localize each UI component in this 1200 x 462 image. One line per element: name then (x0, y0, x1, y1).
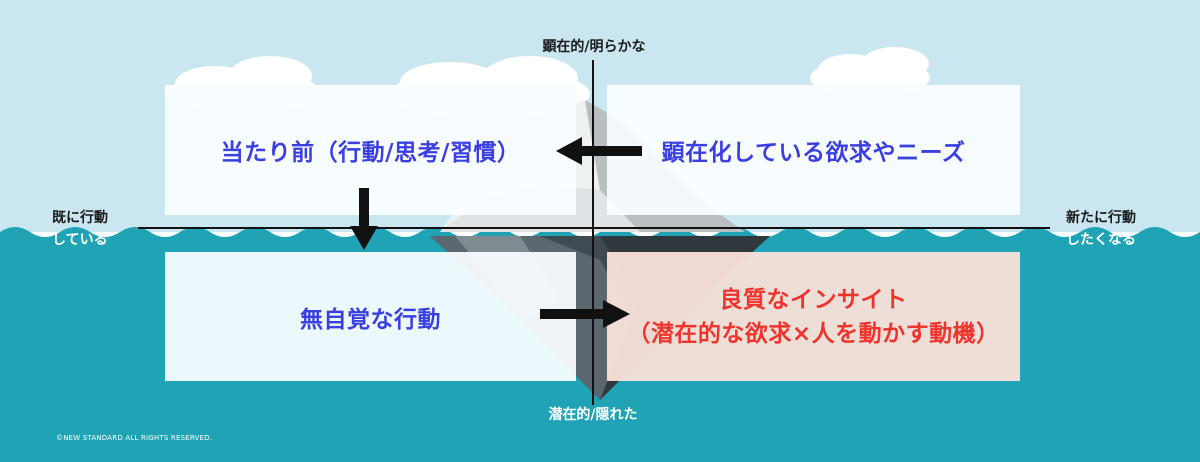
arrow-left-icon (556, 137, 642, 165)
axis-label-left-line2: している (52, 232, 108, 248)
arrow-down-icon (350, 188, 378, 250)
box-quality-insight-subtitle: （潜在的な欲求×人を動かす動機） (627, 320, 1000, 347)
axis-label-right: 新たに行動 したくなる (1066, 207, 1166, 251)
axis-label-left: 既に行動 している (52, 207, 132, 251)
box-quality-insight: 良質なインサイト （潜在的な欲求×人を動かす動機） (607, 252, 1020, 381)
box-taken-for-granted: 当たり前（行動/思考/習慣） (165, 85, 576, 215)
copyright-notice: ©NEW STANDARD ALL RIGHTS RESERVED. (56, 434, 213, 442)
axis-label-top: 顕在的/明らかな (542, 39, 646, 55)
box-taken-for-granted-label: 当たり前（行動/思考/習慣） (220, 140, 521, 166)
box-manifest-needs: 顕在化している欲求やニーズ (607, 85, 1020, 215)
axis-label-bottom: 潜在的/隠れた (548, 407, 638, 423)
box-quality-insight-title: 良質なインサイト (719, 286, 908, 313)
box-manifest-needs-label: 顕在化している欲求やニーズ (661, 140, 966, 166)
box-unconscious-behavior-label: 無自覚な行動 (300, 306, 441, 333)
axis-label-left-line1: 既に行動 (52, 210, 108, 226)
axis-label-right-line2: したくなる (1066, 232, 1136, 248)
arrow-right-icon (540, 300, 630, 328)
box-unconscious-behavior: 無自覚な行動 (165, 252, 576, 381)
axis-label-right-line1: 新たに行動 (1066, 210, 1136, 226)
